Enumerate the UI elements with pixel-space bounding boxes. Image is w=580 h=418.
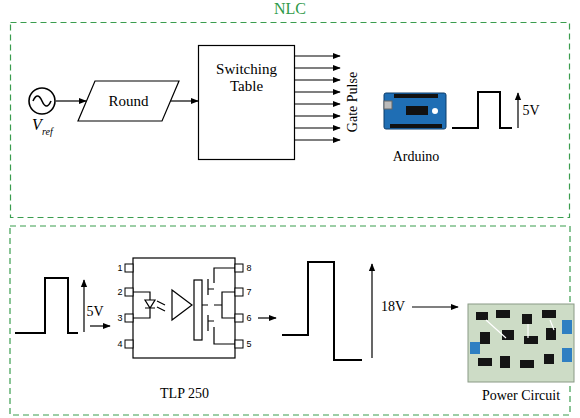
- node-text: Switching Table: [198, 61, 295, 96]
- connector-arrow: [171, 100, 198, 101]
- pulse-waveform: [452, 92, 512, 128]
- dashed-region: [11, 23, 570, 218]
- pin: [235, 288, 243, 296]
- terminal-block: [562, 348, 572, 362]
- node-text: TLP 250: [112, 386, 257, 402]
- amplifier: [172, 290, 192, 320]
- pin-number: 7: [246, 288, 251, 297]
- node-outline: [28, 87, 56, 115]
- pin: [235, 340, 243, 348]
- node-text: Power Circuit: [466, 388, 576, 404]
- voltage-label: 5V: [522, 104, 539, 118]
- pin: [125, 264, 133, 272]
- component: [542, 310, 556, 318]
- pin: [125, 340, 133, 348]
- pin: [235, 314, 243, 322]
- flow-arrow: [90, 325, 110, 326]
- node-text: V: [32, 116, 42, 134]
- isolation-bar: [194, 280, 202, 340]
- header: [390, 124, 442, 128]
- power-circuit-board: Power Circuit: [466, 298, 576, 406]
- component: [480, 332, 490, 344]
- pin: [125, 314, 133, 322]
- component: [500, 356, 510, 368]
- sine-symbol: [33, 96, 51, 106]
- pin-number: 8: [246, 264, 251, 273]
- pin-number: 1: [117, 264, 122, 273]
- pin-number: 5: [246, 340, 251, 349]
- parallelogram: [78, 81, 179, 121]
- pin-number: 6: [246, 314, 251, 323]
- box-outline: [199, 46, 295, 160]
- nlc-region: NLCVrefRoundSwitching TableArduino: [10, 22, 570, 218]
- node-text: Round: [77, 80, 180, 122]
- component: [524, 336, 538, 344]
- pin-number: 3: [117, 314, 122, 323]
- node-text: ref: [42, 126, 53, 138]
- flow-arrow: [258, 317, 276, 318]
- pin: [235, 264, 243, 272]
- connector-arrow: [56, 100, 86, 101]
- voltage-label: 18V: [381, 300, 405, 314]
- component: [502, 330, 514, 340]
- component: [496, 310, 510, 318]
- voltage-label: 5V: [86, 305, 103, 319]
- pulse-waveform: [282, 262, 362, 360]
- pcb: [468, 304, 574, 382]
- terminal-block: [562, 320, 572, 334]
- component: [520, 360, 534, 368]
- component: [476, 312, 488, 320]
- amplitude-arrow: [371, 264, 372, 358]
- dashed-region: [10, 226, 570, 415]
- pin-number: 2: [117, 288, 122, 297]
- component: [522, 314, 532, 324]
- flow-arrow: [412, 306, 458, 307]
- tlp250-chip: TLP 250: [112, 255, 257, 405]
- led-symbol: [133, 292, 155, 318]
- usb-port: [384, 101, 392, 109]
- amplitude-arrow: [517, 93, 518, 128]
- board: [384, 93, 446, 129]
- switching-table-box: Switching Table: [198, 45, 295, 160]
- output-transistors: [202, 268, 235, 344]
- component: [544, 354, 554, 364]
- amplitude-arrow: [83, 280, 84, 332]
- logo: [432, 108, 438, 114]
- node-outline: [112, 255, 257, 405]
- arduino-board: Arduino: [380, 85, 452, 167]
- wires: [486, 320, 554, 338]
- signal-name: Gate Pulse: [346, 72, 360, 132]
- round-block: Round: [77, 80, 180, 122]
- pin: [125, 288, 133, 296]
- node-text: NLC: [10, 0, 570, 18]
- chip-body: [133, 258, 235, 358]
- chip: [406, 106, 428, 115]
- header: [394, 94, 438, 98]
- light-arrows: [157, 301, 165, 311]
- source-circle: [29, 88, 55, 114]
- pin-number: 4: [117, 340, 122, 349]
- terminal-block: [470, 342, 480, 354]
- node-text: Arduino: [380, 149, 452, 165]
- source-symbol: Vref: [28, 87, 56, 115]
- component: [478, 358, 492, 366]
- pulse-waveform: [15, 278, 78, 333]
